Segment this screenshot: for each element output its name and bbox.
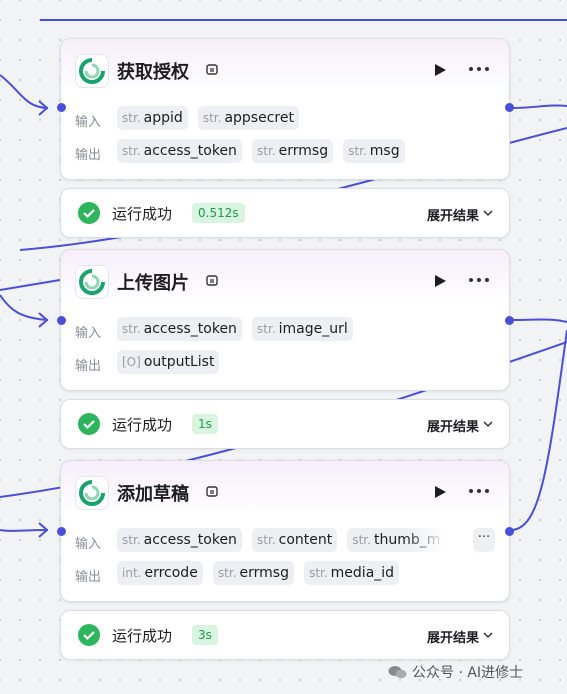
more-options-icon[interactable] (469, 278, 491, 284)
param-chip: str.content (252, 528, 338, 552)
edge-in-3 (0, 529, 49, 532)
input-port[interactable] (57, 527, 66, 536)
param-chip: str.errmsg (212, 561, 294, 585)
param-chip: [O]outputList (117, 350, 220, 374)
plugin-logo-icon (75, 476, 109, 510)
edge-in-2 (0, 294, 49, 321)
input-row: 输入 str.access_token str.content str.thum… (75, 528, 495, 554)
param-chip: int.errcode (117, 561, 203, 585)
expand-results-button[interactable]: 展开结果 (426, 209, 479, 224)
output-row: 输出 str.access_token str.errmsg str.msg (75, 139, 495, 165)
plugin-badge-icon (206, 275, 218, 286)
output-port[interactable] (505, 103, 514, 112)
input-port[interactable] (57, 103, 66, 112)
watermark-text: 公众号 · AI进修士 (412, 665, 524, 681)
input-row: 输入 str.access_token str.image_url (75, 317, 495, 343)
output-label: 输出 (75, 359, 102, 374)
edge-in-1 (0, 74, 49, 109)
run-status-bar: 运行成功 3s 展开结果 (60, 610, 510, 660)
param-chip: str.access_token (117, 528, 242, 552)
node-title: 获取授权 (117, 62, 189, 83)
arrow-3 (38, 522, 49, 538)
plugin-badge-icon (206, 486, 218, 497)
run-icon[interactable] (431, 272, 449, 290)
run-icon[interactable] (431, 483, 449, 501)
param-chip: str.access_token (117, 139, 242, 163)
param-chip: str.thumb_m (347, 528, 446, 552)
more-params-button[interactable]: ··· (473, 528, 495, 552)
status-text: 运行成功 (112, 627, 173, 645)
param-chip: str.media_id (304, 561, 400, 585)
input-label: 输入 (75, 326, 102, 341)
more-options-icon[interactable] (469, 489, 491, 495)
node-header: 上传图片 (75, 264, 495, 299)
chevron-down-icon[interactable] (483, 630, 493, 640)
status-text: 运行成功 (112, 416, 173, 434)
success-check-icon (78, 413, 100, 435)
plugin-badge-icon (206, 64, 218, 75)
run-icon[interactable] (431, 61, 449, 79)
edge-out-3 (511, 329, 567, 531)
output-row: 输出 int.errcode str.errmsg str.media_id (75, 561, 495, 587)
edge-out-1 (511, 104, 567, 109)
expand-results-button[interactable]: 展开结果 (426, 420, 479, 435)
input-row: 输入 str.appid str.appsecret (75, 106, 495, 132)
param-chip: str.image_url (252, 317, 353, 341)
output-row: 输出 [O]outputList (75, 350, 495, 376)
plugin-logo-icon (75, 265, 109, 299)
output-port[interactable] (505, 527, 514, 536)
plugin-logo-icon (75, 54, 109, 88)
watermark: 公众号 · AI进修士 (388, 662, 523, 682)
input-label: 输入 (75, 115, 102, 130)
node-title: 上传图片 (117, 273, 189, 294)
arrow-2 (38, 312, 49, 328)
input-port[interactable] (57, 316, 66, 325)
param-chip: str.appsecret (197, 106, 299, 130)
output-port[interactable] (505, 316, 514, 325)
run-status-bar: 运行成功 1s 展开结果 (60, 399, 510, 449)
duration-badge: 0.512s (192, 203, 245, 223)
node-title: 添加草稿 (117, 484, 189, 505)
node-header: 添加草稿 (75, 475, 495, 510)
run-status-bar: 运行成功 0.512s 展开结果 (60, 188, 510, 238)
expand-results-button[interactable]: 展开结果 (426, 631, 479, 646)
param-chip: str.access_token (117, 317, 242, 341)
chevron-down-icon[interactable] (483, 419, 493, 429)
node-add-draft[interactable]: 添加草稿 输入 str.access_token str.content str… (57, 460, 514, 602)
node-upload-image[interactable]: 上传图片 输入 str.access_token str.image_url 输… (57, 249, 514, 391)
success-check-icon (78, 624, 100, 646)
output-label: 输出 (75, 148, 102, 163)
chevron-down-icon[interactable] (483, 208, 493, 218)
param-chip: str.errmsg (252, 139, 334, 163)
param-chip: str.appid (117, 106, 188, 130)
duration-badge: 1s (192, 414, 218, 434)
param-chip: str.msg (343, 139, 405, 163)
status-text: 运行成功 (112, 205, 173, 223)
arrow-1 (38, 100, 49, 116)
node-get-auth[interactable]: 获取授权 输入 str.appid str.appsecret 输出 str.a… (57, 38, 514, 180)
edge-cross-3 (0, 279, 61, 291)
node-header: 获取授权 (75, 53, 495, 88)
duration-badge: 3s (192, 625, 218, 645)
output-label: 输出 (75, 570, 102, 585)
wechat-icon (388, 666, 407, 679)
edge-out-2 (511, 318, 567, 323)
more-options-icon[interactable] (469, 67, 491, 73)
input-label: 输入 (75, 537, 102, 552)
success-check-icon (78, 202, 100, 224)
